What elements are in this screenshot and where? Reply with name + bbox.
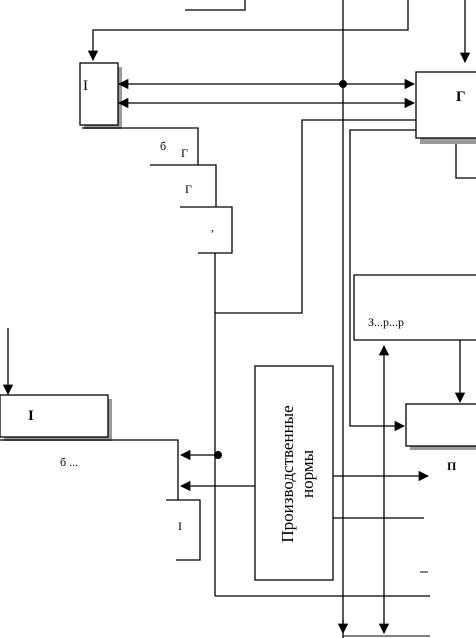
- block-lower-right: [405, 403, 476, 447]
- right-mid-box-label: З...р...р: [368, 315, 404, 329]
- right-mid-box: [353, 274, 476, 341]
- step-box-1: [82, 127, 199, 165]
- junction-dot-mid: [214, 451, 222, 459]
- mid-step-box-1: [0, 439, 179, 500]
- frag-label-1: б: [160, 139, 166, 153]
- top-right-sub-bracket: [455, 144, 476, 179]
- mid-step-box-2: [166, 499, 201, 561]
- norms-block-label-line1: Производственные: [278, 405, 297, 542]
- block-top-left-label: I: [83, 78, 88, 94]
- junction-dot-top: [339, 80, 347, 88]
- frag-label-8: П: [447, 459, 457, 473]
- frag-label-6: б ...: [60, 455, 78, 469]
- top-partial-box: [185, 0, 246, 11]
- block-mid-left: [0, 394, 109, 438]
- block-top-left: [79, 62, 119, 126]
- frag-label-4: ,: [211, 220, 214, 234]
- connector-top-to-left: [87, 0, 409, 62]
- block-mid-left-label: I: [28, 408, 34, 424]
- norms-block: [254, 365, 334, 581]
- frag-label-7: I: [178, 519, 182, 533]
- block-top-right-label: Г: [456, 89, 466, 105]
- norms-block-label-line2: нормы: [298, 449, 317, 498]
- connector-right-down: [349, 129, 416, 432]
- step-box-3: [180, 206, 233, 254]
- block-top-right: [415, 71, 476, 139]
- step-box-2: [150, 164, 217, 207]
- frag-label-3: Г: [185, 182, 192, 196]
- feedback-to-top-right: [215, 119, 416, 314]
- frag-label-2: Г: [181, 146, 188, 160]
